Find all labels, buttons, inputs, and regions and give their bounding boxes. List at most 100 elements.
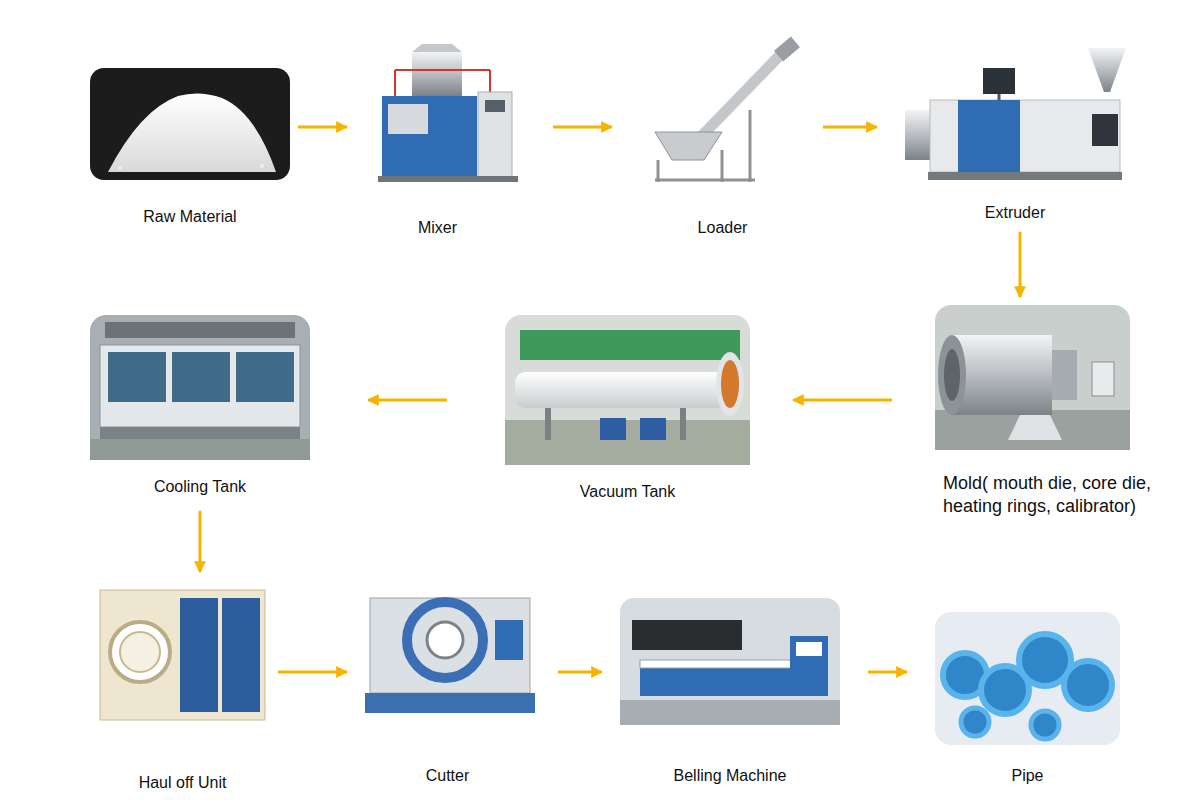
flow-arrow <box>368 399 447 402</box>
mixer-picture <box>378 44 518 182</box>
mixer-picture-part <box>382 96 477 176</box>
picture-slot <box>90 68 290 207</box>
pipe-picture-part <box>1031 711 1059 739</box>
haul-off-picture <box>100 590 265 720</box>
extruder-picture-part <box>998 94 1001 100</box>
raw-material-picture-part <box>260 164 264 168</box>
belling-machine-picture-part <box>640 668 810 696</box>
picture-slot <box>900 45 1130 203</box>
process-step: Cooling Tank <box>90 315 310 498</box>
vacuum-tank-picture-part <box>680 408 686 440</box>
cooling-tank-picture-part <box>100 345 300 427</box>
belling-machine-picture-part <box>790 636 828 696</box>
mixer-picture-part <box>478 92 512 178</box>
haul-off-picture-part <box>120 632 160 672</box>
belling-machine-picture-part <box>620 700 840 725</box>
extruder-picture-part <box>1092 114 1118 146</box>
cutter-picture <box>365 598 535 713</box>
haul-off-picture-part <box>222 598 260 712</box>
mold-picture-part <box>938 335 966 415</box>
cutter-picture-part <box>407 602 483 678</box>
belling-machine-picture-part <box>640 660 810 668</box>
step-label: Cutter <box>355 766 540 787</box>
mold-picture-part <box>1052 350 1077 400</box>
cooling-tank-picture-part <box>90 315 310 460</box>
picture-slot <box>355 585 540 766</box>
picture-slot <box>90 315 310 477</box>
step-label: Vacuum Tank <box>505 482 750 503</box>
process-step: Raw Material <box>90 68 290 228</box>
flow-arrow <box>1019 232 1022 297</box>
vacuum-tank-picture-part <box>515 372 730 408</box>
cutter-picture-part <box>370 598 530 693</box>
flow-arrow <box>823 126 877 129</box>
loader-picture-part <box>655 132 722 160</box>
picture-slot <box>935 612 1120 766</box>
extruder-picture-part <box>983 68 1015 94</box>
mold-picture <box>935 305 1130 450</box>
belling-machine-picture-part <box>796 642 822 656</box>
mixer-picture-part <box>378 176 518 182</box>
loader-picture <box>655 37 800 182</box>
cooling-tank-picture-part <box>108 352 166 402</box>
process-step: Mold( mouth die, core die, heating rings… <box>935 305 1155 519</box>
belling-machine-picture-part <box>620 598 840 725</box>
mixer-picture-part <box>388 104 428 134</box>
step-label: Mold( mouth die, core die, heating rings… <box>935 472 1155 519</box>
pipe-picture-part <box>935 612 1120 745</box>
picture-slot <box>645 40 800 218</box>
step-label: Haul off Unit <box>95 773 270 794</box>
mold-picture-part <box>952 335 1052 415</box>
vacuum-tank-picture-part <box>545 408 551 440</box>
step-label: Raw Material <box>90 207 290 228</box>
loader-picture-part <box>655 179 755 182</box>
step-label: Cooling Tank <box>90 477 310 498</box>
step-label: Mixer <box>355 218 520 239</box>
extruder-picture-part <box>905 110 933 160</box>
picture-slot <box>935 305 1155 472</box>
flow-arrow <box>298 126 347 129</box>
cooling-tank-picture-part <box>236 352 294 402</box>
vacuum-tank-picture-part <box>721 360 739 408</box>
process-step: Mixer <box>355 45 520 239</box>
mixer-picture-part <box>412 44 462 52</box>
pipe-picture-part <box>1064 661 1112 709</box>
cooling-tank-picture <box>90 315 310 460</box>
mold-picture-part <box>944 349 960 401</box>
process-step: Haul off Unit <box>95 585 270 794</box>
extruder-picture-part <box>958 100 1020 172</box>
flow-arrow <box>199 511 202 572</box>
raw-material-picture <box>90 68 290 180</box>
process-step: Pipe <box>935 612 1120 787</box>
loader-picture-part <box>774 37 800 62</box>
mold-picture-part <box>1092 362 1114 396</box>
cooling-tank-picture-part <box>105 322 295 338</box>
vacuum-tank-picture-part <box>520 330 740 360</box>
flow-arrow <box>278 671 347 674</box>
flow-arrow <box>793 399 892 402</box>
extruder-picture-part <box>930 100 1120 172</box>
cutter-picture-part <box>365 693 535 713</box>
vacuum-tank-picture-part <box>716 352 744 416</box>
pipe-picture <box>935 612 1120 745</box>
mixer-picture-part <box>394 70 396 96</box>
loader-picture-part <box>721 150 724 182</box>
vacuum-tank-picture-part <box>640 418 666 440</box>
cooling-tank-picture-part <box>90 439 310 460</box>
raw-material-picture-part <box>118 166 122 170</box>
mold-picture-part <box>935 305 1130 450</box>
cutter-picture-part <box>427 622 463 658</box>
process-step: Extruder <box>900 45 1130 224</box>
step-label: Belling Machine <box>620 766 840 787</box>
pipe-picture-part <box>961 708 989 736</box>
picture-slot <box>620 598 840 766</box>
mold-picture-part <box>935 410 1130 450</box>
belling-machine-picture-part <box>632 620 742 650</box>
raw-material-picture-part <box>90 68 290 180</box>
picture-slot <box>505 315 750 482</box>
extruder-picture-part <box>1088 48 1126 92</box>
process-step: Cutter <box>355 585 540 787</box>
picture-slot <box>95 585 270 773</box>
